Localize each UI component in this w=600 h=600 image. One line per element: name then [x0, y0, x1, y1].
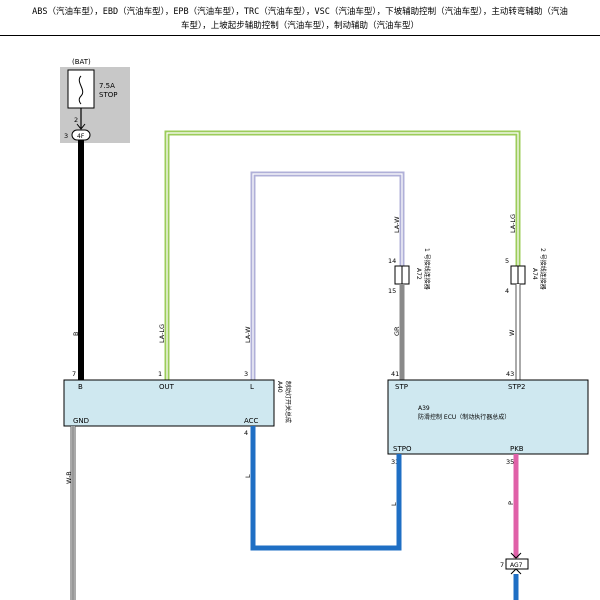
switch-pin-acc-label: ACC — [244, 417, 259, 425]
switch-pin-out-number: 1 — [158, 370, 162, 378]
wire-w-b-label: W-B — [65, 471, 73, 484]
connector-a74-name: 2 号接线连接器 — [539, 248, 547, 290]
ecu-pin-pkb-label: PKB — [510, 445, 524, 453]
connector-a72-code: A72 — [415, 268, 422, 280]
wire-la-w-stripe — [252, 173, 403, 380]
connector-a72-pin-bottom: 15 — [388, 287, 396, 295]
connector-ag7-pin: 7 — [500, 561, 504, 569]
fuse-name: STOP — [99, 91, 117, 99]
connector-a74-code: A74 — [531, 268, 538, 280]
ag7-arrow-icon — [510, 552, 522, 559]
connector-ag7 — [505, 558, 529, 570]
wire-p-label: P — [507, 501, 515, 505]
switch-a40-box — [63, 379, 275, 427]
header-title-line-2: 车型），上坡起步辅助控制（汽油车型），制动辅助（汽油车型） — [180, 21, 419, 31]
ecu-a39-box — [387, 379, 589, 455]
switch-a40-name: 制动灯开关总成 — [284, 381, 292, 423]
diagram-header: ABS（汽油车型），EBD（汽油车型），EPB（汽油车型），TRC（汽油车型），… — [0, 0, 600, 36]
ecu-pin-pkb-number: 35 — [506, 458, 514, 466]
fuse-rating: 7.5A — [99, 82, 115, 90]
ecu-a39-name: 防滑控制 ECU（制动执行器总成） — [418, 413, 510, 421]
switch-pin-l-label: L — [250, 383, 254, 391]
wire-la-w-label: LA-W — [244, 326, 252, 343]
ag7-arrow-lower-icon — [510, 568, 522, 575]
wire-la-lg-label: LA-LG — [158, 324, 166, 343]
wire-la-w — [250, 171, 405, 380]
ecu-pin-stp-number: 41 — [391, 370, 399, 378]
wire-la-lg-stripe — [166, 132, 519, 380]
wire-w-label: W — [508, 329, 516, 336]
wire-b-label: B — [72, 332, 80, 336]
wire-gr-label: GR — [393, 326, 401, 336]
ecu-pin-stpo-label: STPO — [393, 445, 412, 453]
wire-l-acc-label: L — [244, 474, 252, 478]
connector-a72-name: 1 号接线连接器 — [423, 248, 431, 290]
ecu-pin-stp2-label: STP2 — [508, 383, 525, 391]
switch-pin-acc-number: 4 — [244, 429, 248, 437]
wire-l-stpo-label: L — [390, 502, 398, 506]
switch-pin-b-label: B — [78, 383, 83, 391]
switch-pin-gnd-label: GND — [73, 417, 89, 425]
connector-a72-pin-top: 14 — [388, 257, 396, 265]
switch-pin-b-number: 7 — [72, 370, 76, 378]
junction-pin: 3 — [64, 132, 68, 140]
fuse-source-label: (BAT) — [72, 58, 91, 66]
connector-a74-pin-bottom: 4 — [505, 287, 509, 295]
connector-ag7-code: AG7 — [510, 562, 523, 569]
switch-pin-l-number: 3 — [244, 370, 248, 378]
fuse-element-icon — [78, 75, 84, 105]
fuse-pin-bottom: 2 — [74, 116, 78, 124]
switch-a40-code: A40 — [276, 381, 283, 393]
ecu-pin-stp2-number: 43 — [506, 370, 514, 378]
switch-pin-out-label: OUT — [159, 383, 175, 391]
connector-a74-pin-top: 5 — [505, 257, 509, 265]
wire-la-lg-right-label: LA-LG — [509, 214, 517, 233]
header-title-line-1: ABS（汽油车型），EBD（汽油车型），EPB（汽油车型），TRC（汽油车型），… — [32, 7, 568, 17]
fuse-symbol — [67, 69, 95, 109]
junction-arrow-icon — [76, 123, 86, 130]
wire-l — [250, 426, 402, 551]
ecu-a39-code: A39 — [418, 405, 430, 412]
wire-la-w-right-label: LA-W — [393, 216, 401, 233]
ecu-pin-stp-label: STP — [395, 383, 408, 391]
wire-la-lg — [164, 130, 521, 380]
junction-code: 4F — [77, 133, 85, 140]
ecu-pin-stpo-number: 33 — [391, 458, 399, 466]
